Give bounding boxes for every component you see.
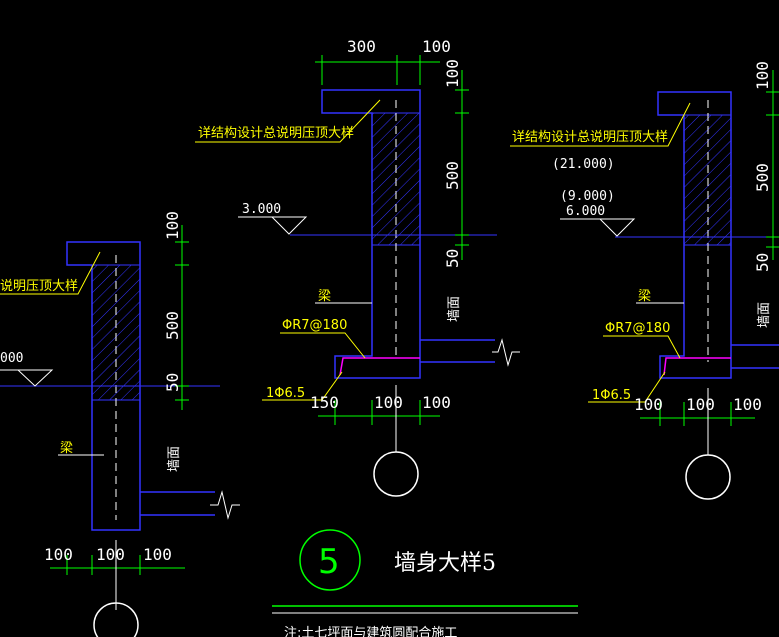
right-elevation-main: 6.000 <box>566 204 605 219</box>
right-elevation-triangle <box>598 218 636 237</box>
left-dims-right <box>175 225 189 410</box>
right-dim-right-3: 50 <box>753 253 772 272</box>
middle-dim-top-1: 300 <box>347 37 376 56</box>
title-block: 5 墙身大样5 注:土七坪面与建筑圆配合施工 <box>272 529 578 637</box>
right-wall-face-label: 墙面 <box>757 302 772 328</box>
right-dims-right <box>766 70 779 260</box>
left-wall-outline <box>66 241 141 531</box>
right-stirrup-label: ΦR7@180 <box>605 321 670 336</box>
middle-stirrup-label: ΦR7@180 <box>282 318 347 333</box>
middle-dims-right <box>455 70 469 260</box>
right-dim-bottom-2: 100 <box>686 395 715 414</box>
right-dim-bottom-1: 100 <box>634 395 663 414</box>
right-dims-bottom <box>640 388 755 455</box>
middle-dim-right-2: 500 <box>443 161 462 190</box>
middle-slab <box>420 339 495 363</box>
right-elevation-mid: (9.000) <box>560 189 615 204</box>
left-parapet-note: 说明压顶大样 <box>0 279 78 294</box>
middle-leader <box>195 99 381 143</box>
middle-wall-face-label: 墙面 <box>447 296 462 322</box>
middle-break-line <box>492 338 520 367</box>
section-title: 墙身大样5 <box>394 551 496 576</box>
right-elevation-top: (21.000) <box>552 157 615 172</box>
middle-long-label: 1Φ6.5 <box>266 386 305 401</box>
middle-detail: 3.000 300 100 详结构设计总说明压顶大样 梁 ΦR7@180 1Φ6… <box>195 37 520 497</box>
middle-dim-bottom-3: 100 <box>422 393 451 412</box>
left-elevation-text: 000 <box>0 351 23 366</box>
left-dim-right-1: 100 <box>163 211 182 240</box>
middle-dim-bottom-1: 150 <box>310 393 339 412</box>
middle-long-leader <box>262 371 343 401</box>
middle-dims-bottom <box>318 385 440 452</box>
middle-dim-bottom-2: 100 <box>374 393 403 412</box>
left-leader <box>0 251 101 295</box>
left-detail: 000 说明压顶大样 梁 墙面 100 500 50 100 100 100 <box>0 211 240 637</box>
right-beam-label: 梁 <box>638 289 651 304</box>
middle-dim-top-2: 100 <box>422 37 451 56</box>
left-dim-right-3: 50 <box>163 373 182 392</box>
right-leader <box>510 102 691 147</box>
left-break-line <box>210 490 240 520</box>
middle-beam-label: 梁 <box>318 289 331 304</box>
left-dims-bottom <box>50 540 185 610</box>
left-dim-bottom-3: 100 <box>143 545 172 564</box>
right-dim-bottom-3: 100 <box>733 395 762 414</box>
middle-parapet-note: 详结构设计总说明压顶大样 <box>198 126 354 141</box>
middle-elevation-triangle <box>270 216 308 235</box>
left-dim-bottom-2: 100 <box>96 545 125 564</box>
middle-elevation-text: 3.000 <box>242 202 281 217</box>
right-stirrup-leader <box>603 335 681 359</box>
left-dim-right-2: 500 <box>163 311 182 340</box>
left-dim-bottom-1: 100 <box>44 545 73 564</box>
right-long-leader <box>588 371 666 403</box>
right-axis-bubble <box>685 454 731 500</box>
middle-axis-bubble <box>373 451 419 497</box>
left-axis-bubble <box>93 602 139 637</box>
right-dim-right-2: 500 <box>753 163 772 192</box>
right-slab <box>731 344 779 369</box>
left-slab <box>140 491 215 516</box>
right-detail: (21.000) (9.000) 6.000 详结构设计总说明压顶大样 梁 ΦR… <box>510 61 779 500</box>
middle-dim-right-3: 50 <box>443 249 462 268</box>
left-beam-label: 梁 <box>60 441 73 456</box>
middle-rebar <box>339 357 420 376</box>
middle-dim-right-1: 100 <box>443 59 462 88</box>
right-dim-right-1: 100 <box>753 61 772 90</box>
section-number: 5 <box>318 542 340 582</box>
left-wall-face-label: 墙面 <box>167 446 182 472</box>
right-parapet-note: 详结构设计总说明压顶大样 <box>512 130 668 145</box>
middle-stirrup-leader <box>280 332 366 359</box>
middle-dims-top <box>315 55 440 85</box>
right-rebar <box>663 357 731 376</box>
left-elevation-triangle <box>16 369 54 387</box>
section-number-circle <box>299 529 361 591</box>
right-long-label: 1Φ6.5 <box>592 388 631 403</box>
footer-note: 注:土七坪面与建筑圆配合施工 <box>284 625 457 637</box>
